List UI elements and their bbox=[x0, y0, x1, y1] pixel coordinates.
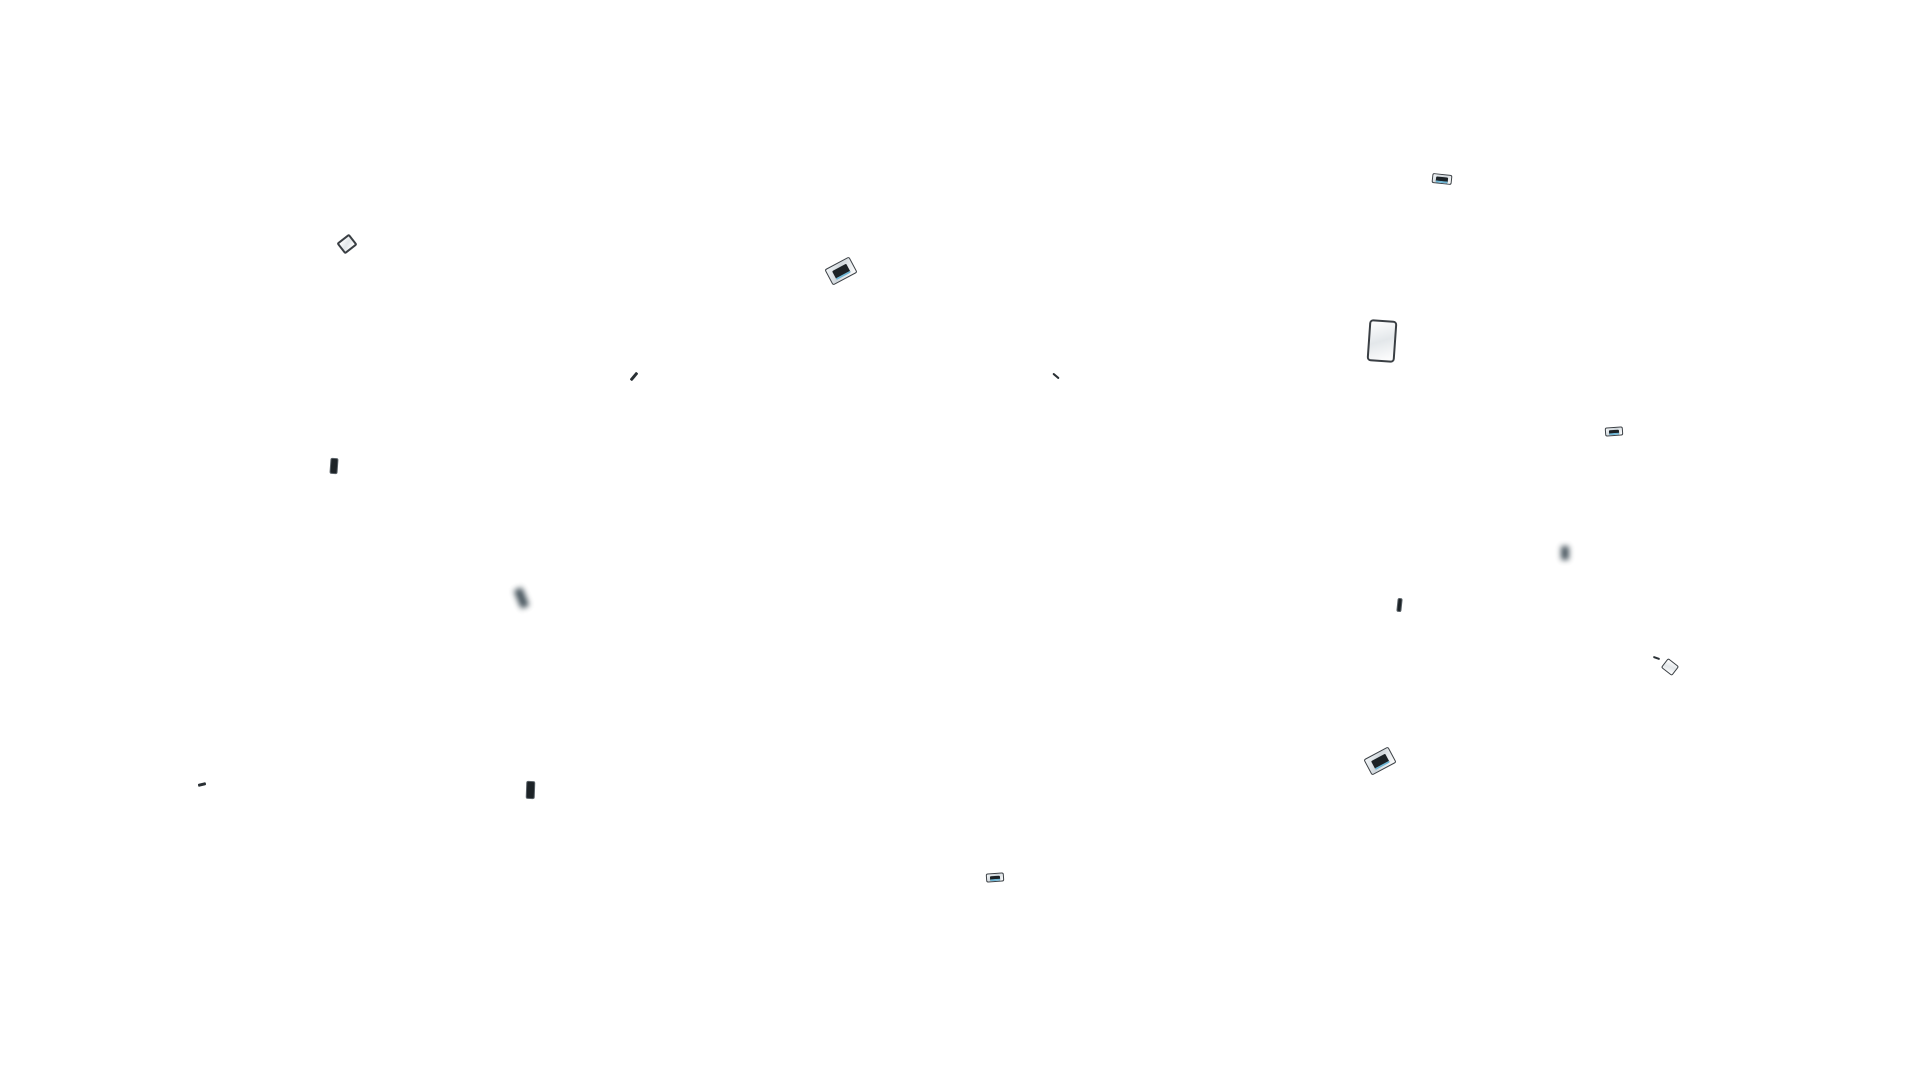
glass-shard-particle bbox=[629, 371, 639, 382]
glass-shard-particle bbox=[1652, 655, 1661, 661]
glass-shard-particle bbox=[1363, 746, 1397, 776]
glass-shard-particle bbox=[336, 233, 358, 255]
glass-shard-particle bbox=[197, 782, 207, 787]
glass-shard-particle bbox=[1366, 319, 1398, 363]
glass-shard-particle bbox=[1396, 597, 1403, 613]
glass-shard-particle bbox=[985, 872, 1005, 883]
glass-shard-particle bbox=[1561, 546, 1569, 560]
glass-shard-particle bbox=[513, 587, 530, 609]
glass-shard-particle bbox=[525, 780, 536, 800]
glass-shard-particle bbox=[1660, 657, 1680, 677]
glass-shard-particle bbox=[824, 256, 858, 286]
glass-shard-particle bbox=[1052, 372, 1060, 380]
glass-shard-particle bbox=[1431, 172, 1453, 186]
glass-shard-particle bbox=[329, 457, 339, 475]
glass-shard-particle bbox=[1604, 426, 1624, 437]
